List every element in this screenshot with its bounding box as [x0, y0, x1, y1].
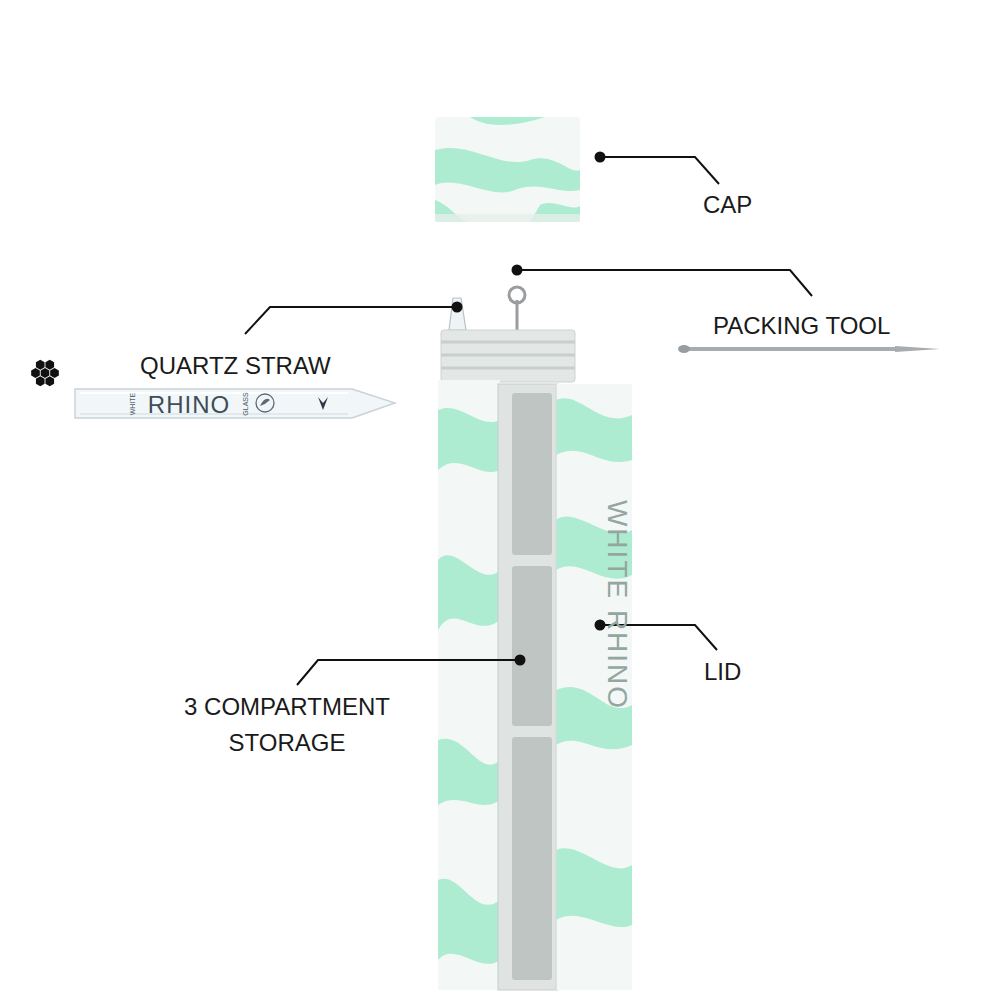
- part-label: PACKING TOOL: [713, 311, 890, 340]
- brand-text: WHITE RHINO: [600, 500, 634, 710]
- quartz-straw: [75, 389, 395, 418]
- hex-icon: [31, 360, 59, 386]
- brand-text: WHITE: [129, 393, 137, 416]
- part-label: QUARTZ STRAW: [140, 351, 331, 380]
- leader-dots: [452, 152, 606, 666]
- storage-body: [438, 380, 558, 990]
- brand-text: RHINO: [148, 390, 230, 419]
- part-label: 3 COMPARTMENT STORAGE: [162, 689, 412, 761]
- part-label: CAP: [703, 190, 752, 219]
- leader-lines: [245, 157, 812, 685]
- packing-tool: [678, 345, 940, 353]
- brand-text: GLASS: [242, 392, 250, 415]
- top-tips: [449, 287, 525, 330]
- cap-illustration: [435, 117, 580, 222]
- part-label: LID: [704, 657, 741, 686]
- threaded-neck: [441, 330, 575, 382]
